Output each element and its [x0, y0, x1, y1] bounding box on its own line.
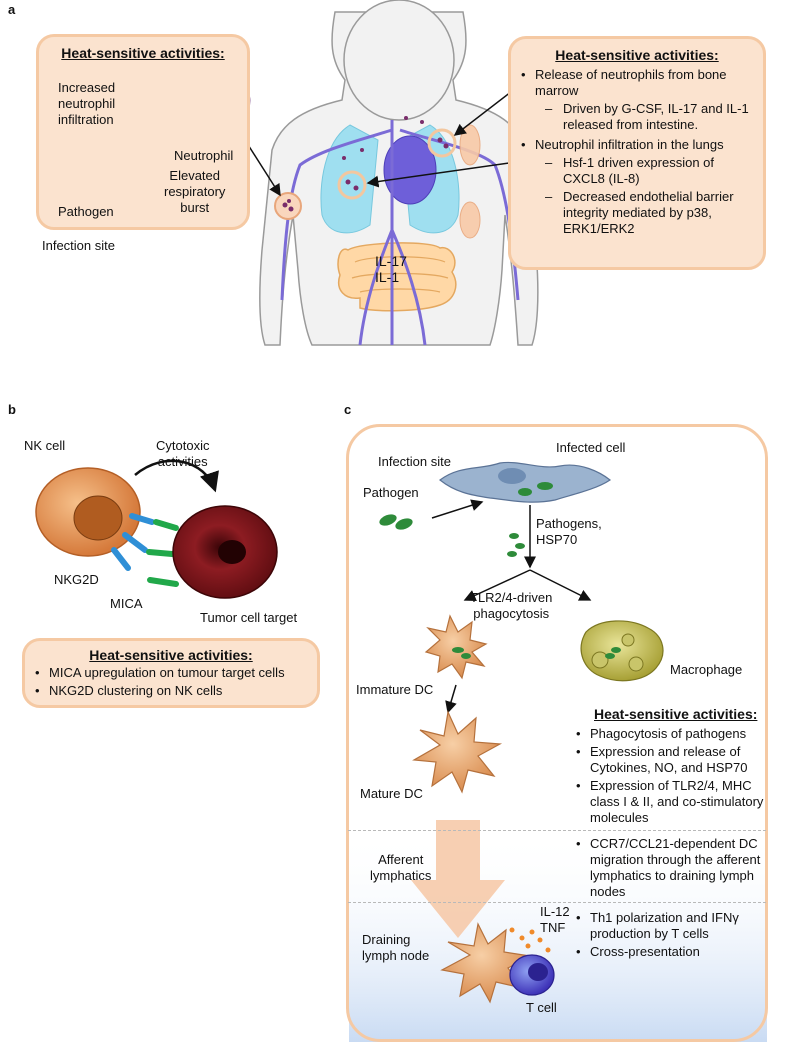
nk-cell-label: NK cell	[24, 438, 66, 453]
cytotoxic-label: Cytotoxic activities	[156, 438, 210, 469]
heart	[383, 135, 437, 205]
panel-label: a	[8, 2, 16, 17]
nk-cell-icon	[35, 467, 141, 557]
lymph-node-dc-icon	[440, 922, 532, 1004]
infection-site-label: Infection site	[42, 238, 115, 253]
sub-item: Decreased endothelial barrier integrity …	[535, 189, 753, 237]
panel-c-frame	[346, 424, 768, 1042]
pathogen-fragments	[507, 533, 525, 557]
infection-site-circle	[274, 192, 302, 220]
immature-dc-icon	[424, 614, 488, 680]
sub-item: Driven by G-CSF, IL-17 and IL-1 released…	[535, 101, 753, 133]
draining-label: Draining lymph node	[362, 932, 430, 963]
receptor-pairs	[111, 513, 179, 587]
list-item: Neutrophil infiltration in the lungs Hsf…	[521, 137, 753, 237]
pathogen-label: Pathogen	[58, 204, 114, 219]
list-item: Release of neutrophils from bone marrow …	[521, 67, 753, 133]
mature-dc-label: Mature DC	[360, 786, 423, 801]
pathogens-hsp-label: Pathogens, HSP70	[536, 516, 602, 547]
bone-marrow-arm	[459, 124, 481, 166]
infected-cell-icon	[439, 461, 612, 503]
bone-marrow-thigh	[459, 201, 481, 239]
panel-b-heat-box: Heat-sensitive activities: MICA upregula…	[22, 638, 320, 708]
pathogen-label: Pathogen	[363, 485, 419, 500]
elevated-burst-label: Elevated respiratory burst	[164, 168, 226, 215]
divider	[348, 830, 766, 831]
panel-c-arrows	[431, 499, 592, 714]
marrow-site-circle	[427, 128, 457, 158]
macrophage-icon	[580, 620, 664, 682]
infection-site-label: Infection site	[378, 454, 451, 469]
intestine-cytokine-label: IL-17 IL-1	[375, 253, 407, 285]
panel-label: b	[8, 402, 16, 417]
list-item: Expression and release of Cytokines, NO,…	[576, 744, 764, 776]
tumor-cell-icon	[172, 505, 278, 599]
list-item: MICA upregulation on tumour target cells	[35, 665, 307, 681]
mica-label: MICA	[110, 596, 143, 611]
afferent-label: Afferent lymphatics	[370, 852, 432, 883]
panel-a-arrows	[244, 87, 517, 197]
cytokine-dots	[509, 927, 551, 953]
lung-site-circle	[337, 170, 367, 200]
tumor-label: Tumor cell target	[200, 610, 298, 625]
box-title: Heat-sensitive activities:	[61, 45, 225, 61]
immature-dc-label: Immature DC	[356, 682, 434, 697]
left-heat-box: Heat-sensitive activities:	[36, 34, 250, 230]
list-item: Expression of TLR2/4, MHC class I & II, …	[576, 778, 764, 826]
intestine	[337, 242, 457, 312]
t-cell-label: T cell	[526, 1000, 557, 1015]
sub-item: Hsf-1 driven expression of CXCL8 (IL-8)	[535, 155, 753, 187]
box-title: Heat-sensitive activities:	[555, 47, 719, 63]
panel-c-heat-list: Heat-sensitive activities: Phagocytosis …	[576, 706, 764, 828]
macrophage-label: Macrophage	[670, 662, 743, 677]
t-cell-icon	[509, 954, 555, 996]
cytokine-label: IL-12 TNF	[540, 904, 570, 935]
infected-cell-label: Infected cell	[556, 440, 626, 455]
list-item: NKG2D clustering on NK cells	[35, 683, 307, 699]
cytotoxic-arrow	[134, 459, 219, 493]
list-item: Cross-presentation	[576, 944, 764, 960]
right-heat-box: Heat-sensitive activities: Release of ne…	[508, 36, 766, 270]
box-title: Heat-sensitive activities:	[594, 706, 758, 722]
mature-dc-icon	[412, 709, 503, 794]
list-item: Phagocytosis of pathogens	[576, 726, 764, 742]
migration-arrow	[411, 820, 505, 938]
nkg2d-label: NKG2D	[54, 572, 99, 587]
list-item: CCR7/CCL21-dependent DC migration throug…	[576, 836, 764, 900]
divider	[348, 902, 766, 903]
right-heat-list: Release of neutrophils from bone marrow …	[521, 67, 753, 237]
panel-label: c	[344, 402, 352, 417]
tlr-label: TLR2/4-driven phagocytosis	[470, 590, 553, 621]
pathogen-icon	[379, 514, 413, 530]
box-title: Heat-sensitive activities:	[89, 647, 253, 663]
list-item: Th1 polarization and IFNγ production by …	[576, 910, 764, 942]
increased-infiltration-label: Increased neutrophil infiltration	[58, 80, 116, 127]
neutrophil-label: Neutrophil	[174, 148, 234, 163]
